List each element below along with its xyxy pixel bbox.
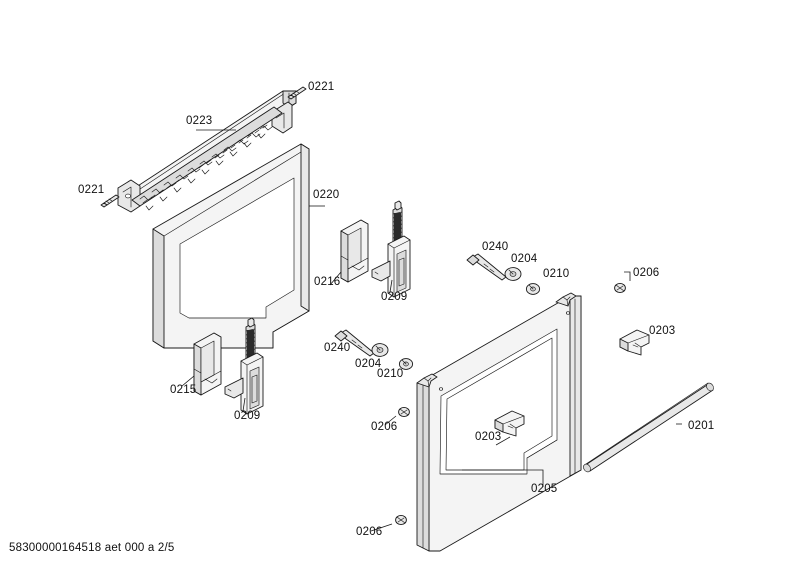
part-hinge-0209-lower: [224, 317, 264, 415]
label-0204-upper: 0204: [511, 253, 538, 265]
part-screw-0221-upper: [287, 86, 307, 100]
part-screw-0240-lower: [334, 329, 375, 357]
label-0209-lower: 0209: [234, 410, 260, 422]
leader-lines: [181, 129, 682, 532]
label-0223: 0223: [186, 115, 212, 127]
label-0206-bottom: 0206: [356, 526, 382, 538]
label-0203-door: 0203: [475, 431, 501, 443]
label-0210-upper: 0210: [543, 268, 569, 280]
label-0221-upper: 0221: [308, 81, 334, 93]
label-0215: 0215: [170, 384, 196, 396]
part-hinge-0209-upper: [371, 200, 411, 298]
part-bracket-0215: [193, 332, 222, 396]
label-0209-upper: 0209: [381, 291, 407, 303]
label-0216: 0216: [314, 276, 340, 288]
label-0210-lower: 0210: [377, 368, 403, 380]
label-0206-left: 0206: [371, 421, 397, 433]
part-screw-0206-right: [614, 282, 626, 294]
part-clip-0203-detached: [619, 329, 650, 356]
part-clip-0203-on-door: [494, 410, 525, 437]
part-washer-0204-lower: [371, 343, 389, 357]
part-inner-glass-panel-0220: [152, 143, 310, 349]
part-nut-0210-upper: [525, 283, 541, 295]
part-trim-rod-0201: [583, 382, 714, 473]
label-0240-lower: 0240: [324, 342, 350, 354]
part-screw-0206-door-left: [398, 406, 410, 418]
part-washer-0204-upper: [504, 267, 522, 281]
label-0220: 0220: [313, 189, 339, 201]
label-0203-right: 0203: [649, 325, 675, 337]
part-labels: 0221 0223 0221 0220 0216 0209 0215 0209 …: [78, 81, 714, 538]
part-screw-0221-lower: [100, 194, 120, 208]
footer-document-code: 58300000164518 aet 000 a 2/5: [9, 542, 174, 554]
label-0205: 0205: [531, 483, 557, 495]
part-nut-0210-lower: [398, 358, 414, 370]
part-bracket-0216: [340, 219, 369, 283]
part-screw-0206-door-bottom: [395, 514, 407, 526]
part-handle-rail-0223: [117, 90, 297, 213]
label-0240-upper: 0240: [482, 241, 508, 253]
label-0204-lower: 0204: [355, 358, 382, 370]
label-0206-right: 0206: [633, 267, 659, 279]
label-0221-lower: 0221: [78, 184, 104, 196]
label-0201: 0201: [688, 420, 714, 432]
